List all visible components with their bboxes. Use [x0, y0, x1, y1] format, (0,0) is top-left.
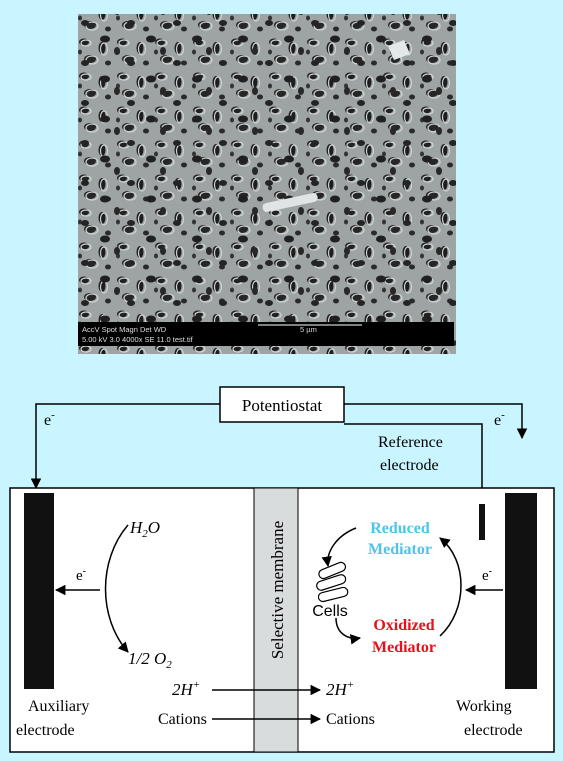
sem-micrograph: AccV Spot Magn Det WD 5.00 kV 3.0 4000x …	[78, 14, 456, 354]
cell-oxidation-arc-bottom	[335, 617, 362, 645]
cell-oxidation-arc-top	[321, 527, 357, 568]
auxiliary-electrode-label-1: Auxiliary	[28, 698, 89, 715]
oxidation-arc	[104, 524, 129, 653]
electron-label-left: e-	[44, 409, 55, 429]
water-label: H2O	[129, 518, 160, 540]
potentiostat-label: Potentiostat	[242, 396, 323, 415]
selective-membrane	[253, 487, 299, 753]
reduced-mediator-label-2: Mediator	[368, 541, 432, 558]
micrograph-caption-line1: AccV Spot Magn Det WD	[82, 325, 167, 334]
proton-left-label: 2H+	[172, 679, 200, 699]
micrograph-caption-bar	[78, 322, 454, 346]
working-electrode-label-1: Working	[456, 698, 512, 715]
electron-work-label: e-	[482, 566, 492, 584]
membrane-label: Selective membrane	[268, 521, 287, 659]
oxidized-mediator-label-1: Oxidized	[373, 617, 434, 634]
oxidized-mediator-label-2: Mediator	[372, 639, 436, 656]
bacteria-cells-icon	[316, 561, 349, 603]
reference-electrode-label-2: electrode	[380, 457, 439, 474]
auxiliary-electrode	[24, 493, 54, 689]
cells-label: Cells	[312, 603, 348, 620]
electron-label-right: e-	[494, 409, 505, 429]
circuit-wires	[30, 403, 528, 508]
working-electrode	[505, 493, 537, 689]
potentiostat-box	[219, 386, 345, 423]
auxiliary-electrode-label-2: electrode	[16, 722, 75, 739]
reference-electrode	[479, 504, 485, 540]
working-reduction-arc	[439, 537, 462, 637]
working-electrode-label-2: electrode	[464, 722, 523, 739]
reference-electrode-label-1: Reference	[378, 434, 443, 451]
oxygen-label: 1/2 O2	[128, 649, 172, 671]
micrograph-caption-line2: 5.00 kV 3.0 4000x SE 11.0 test.tif	[82, 335, 194, 344]
cations-left-label: Cations	[158, 711, 207, 728]
proton-right-label: 2H+	[326, 679, 354, 699]
electron-aux-label: e-	[76, 566, 86, 584]
reduced-mediator-label-1: Reduced	[370, 520, 430, 537]
cations-right-label: Cations	[326, 711, 375, 728]
micrograph-scale-label: 5 µm	[300, 325, 317, 334]
